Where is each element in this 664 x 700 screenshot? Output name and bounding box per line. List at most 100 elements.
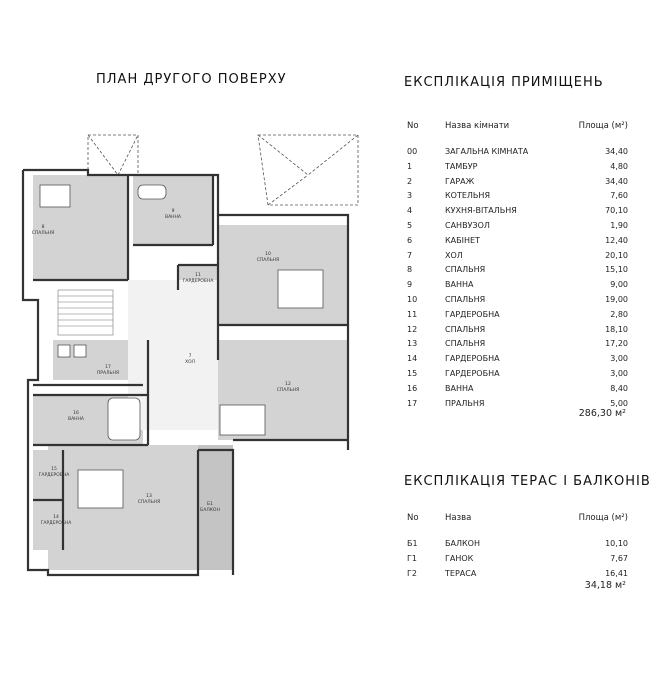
room-15-no: 15	[51, 466, 57, 472]
room-9-no: 9	[172, 208, 175, 214]
hall-floor	[128, 280, 218, 430]
walls	[21, 168, 350, 577]
room-11-no: 11	[195, 272, 201, 278]
cell-no: 7	[407, 250, 413, 260]
room-14-name: ГАРДЕРОБНА	[41, 520, 73, 526]
cell-area: 16,41	[605, 568, 628, 578]
room-8-no: 8	[42, 224, 45, 230]
cell-name: ХОЛ	[445, 250, 463, 260]
header-area: Площа (м²)	[578, 121, 628, 131]
cell-area: 4,80	[610, 161, 628, 171]
room-15-name: ГАРДЕРОБНА	[39, 472, 71, 478]
room-9-name: ВАННА	[165, 214, 182, 220]
cell-area: 34,40	[605, 176, 628, 186]
table-row: 00 ЗАГАЛЬНА КІМНАТА 34,40	[407, 147, 628, 162]
cell-no: Б1	[407, 539, 418, 548]
cell-area: 9,00	[610, 280, 628, 290]
cell-area: 18,10	[605, 324, 628, 334]
cell-name: ЗАГАЛЬНА КІМНАТА	[445, 147, 529, 156]
dryer	[73, 344, 87, 358]
cell-area: 7,60	[610, 191, 628, 201]
cell-area: 1,90	[610, 220, 628, 230]
cell-area: 12,40	[605, 235, 628, 245]
cell-area: 7,67	[610, 553, 628, 563]
table-row: 1 ТАМБУР 4,80	[407, 162, 628, 177]
cell-name: ГАРАЖ	[445, 176, 475, 186]
cell-no: 15	[407, 368, 418, 378]
terraces-table-title: ЕКСПЛІКАЦІЯ ТЕРАС І БАЛКОНІВ	[404, 474, 651, 489]
cell-no: Г1	[407, 553, 417, 563]
bed-8	[39, 184, 71, 208]
rooms-table-title: ЕКСПЛІКАЦІЯ ПРИМІЩЕНЬ	[404, 75, 604, 90]
cell-name: ПРАЛЬНЯ	[445, 398, 485, 408]
room-12-name: СПАЛЬНЯ	[277, 387, 300, 393]
room-13-name: СПАЛЬНЯ	[138, 499, 161, 505]
cell-name: ГАРДЕРОБНА	[445, 354, 500, 364]
room-14-no: 14	[53, 514, 59, 520]
cell-name: СПАЛЬНЯ	[445, 265, 486, 275]
table-row: 5 САНВУЗОЛ 1,90	[407, 221, 628, 236]
bed-13	[77, 469, 124, 509]
cell-name: КОТЕЛЬНЯ	[445, 191, 490, 201]
rooms-total: 286,30 м²	[578, 408, 626, 419]
cell-name: ТАМБУР	[445, 161, 478, 171]
table-row: 8 СПАЛЬНЯ 15,10	[407, 265, 628, 280]
cell-no: 9	[407, 280, 413, 290]
cell-area: 15,10	[605, 265, 628, 275]
room-7-name: ХОЛ	[185, 359, 195, 365]
room-13-no: 13	[146, 493, 152, 499]
room-11-name: ГАРДЕРОБНА	[183, 278, 215, 284]
cell-area: 70,10	[605, 206, 628, 216]
cell-name: КАБІНЕТ	[445, 235, 480, 245]
header-name: Назва	[445, 513, 472, 523]
cell-area: 10,10	[605, 539, 628, 548]
header-no: No	[407, 121, 419, 131]
room-17-no: 17	[105, 364, 111, 370]
balcony-floor	[198, 445, 233, 570]
cell-area: 17,20	[605, 339, 628, 349]
terraces-total: 34,18 м²	[584, 580, 626, 591]
cell-name: СПАЛЬНЯ	[445, 294, 486, 304]
bed-10	[277, 269, 324, 309]
cell-no: 5	[407, 220, 413, 230]
cell-no: 11	[407, 309, 418, 319]
cell-name: ГАРДЕРОБНА	[445, 368, 500, 378]
cell-no: 2	[407, 176, 413, 186]
cell-name: КУХНЯ-ВІТАЛЬНЯ	[445, 206, 517, 216]
cell-no: 1	[407, 161, 413, 171]
cell-no: 12	[407, 324, 418, 334]
cell-no: 10	[407, 294, 418, 304]
room-10-name: СПАЛЬНЯ	[257, 257, 280, 263]
cell-name: ВАННА	[445, 383, 474, 393]
cell-name: СПАЛЬНЯ	[445, 339, 486, 349]
header-no: No	[407, 513, 419, 523]
cell-area: 2,80	[610, 309, 628, 319]
cell-area: 3,00	[610, 354, 628, 364]
cell-area: 5,00	[610, 398, 628, 408]
cell-name: ГАРДЕРОБНА	[445, 309, 500, 319]
room-12-no: 12	[285, 381, 291, 387]
cell-no: 13	[407, 339, 418, 349]
bed-12	[219, 404, 266, 436]
cell-area: 34,40	[605, 147, 628, 156]
cell-name: ВАННА	[445, 280, 474, 290]
cell-no: 8	[407, 265, 413, 275]
furniture	[39, 184, 324, 509]
cell-no: 00	[407, 147, 418, 156]
table-row: 11 ГАРДЕРОБНА 2,80	[407, 310, 628, 325]
rooms-table-body: 00 ЗАГАЛЬНА КІМНАТА 34,40 1 ТАМБУР 4,80 2 ГАРАЖ…	[407, 147, 628, 413]
cell-name: САНВУЗОЛ	[445, 220, 490, 230]
room-floors	[33, 175, 348, 570]
